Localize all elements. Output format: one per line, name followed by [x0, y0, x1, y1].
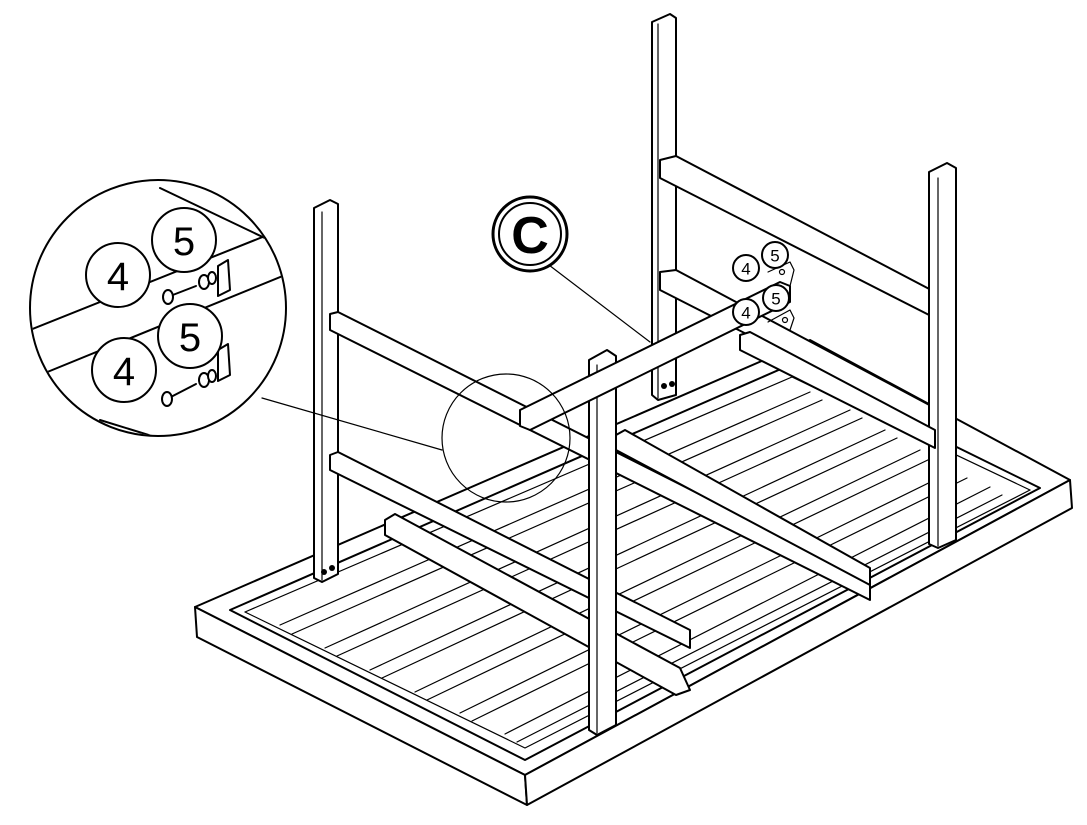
- step-label: C: [491, 195, 569, 273]
- detail-callout: 4: [85, 242, 151, 308]
- small-callouts: 4 5 4 5: [732, 241, 790, 326]
- detail-leader: [261, 397, 443, 451]
- detail-callout-label: 4: [107, 255, 129, 299]
- table-top-frame: [194, 339, 1073, 806]
- beam-c: [519, 281, 791, 431]
- detail-callout: 5: [157, 303, 223, 369]
- small-callout: 5: [762, 284, 790, 312]
- leg-front: [588, 349, 617, 736]
- detail-callout: 5: [151, 207, 217, 273]
- leg-back: [651, 13, 677, 401]
- detail-source-circle: [441, 373, 571, 503]
- small-callout-label: 4: [741, 304, 750, 323]
- leg-left: [313, 199, 339, 583]
- small-callout-label: 4: [741, 260, 750, 279]
- detail-callout-label: 5: [179, 316, 201, 360]
- bolt-icon: [161, 369, 217, 407]
- step-label-text: C: [511, 207, 549, 265]
- leg-right: [928, 162, 957, 549]
- cross-rail-lower: [615, 331, 936, 586]
- detail-callout: 4: [91, 337, 157, 403]
- step-leader: [544, 261, 651, 343]
- small-callout: 4: [732, 254, 760, 282]
- detail-view: 4 5 4 5: [29, 179, 287, 437]
- small-callout: 4: [732, 298, 760, 326]
- small-callout-label: 5: [771, 290, 780, 309]
- small-callout-label: 5: [770, 247, 779, 266]
- small-callout: 5: [761, 241, 789, 269]
- detail-callout-label: 5: [173, 220, 195, 264]
- bolt-icon: [162, 271, 217, 305]
- detail-callout-label: 4: [113, 350, 135, 394]
